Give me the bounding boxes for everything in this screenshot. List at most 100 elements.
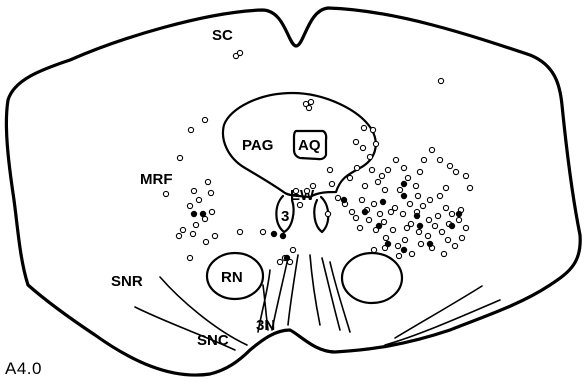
open-cell-marker	[432, 223, 437, 228]
open-cell-marker	[409, 251, 414, 256]
open-cell-marker	[371, 201, 376, 206]
plate-label: A4.0	[5, 359, 42, 378]
open-cell-marker	[429, 147, 434, 152]
open-cell-marker	[190, 231, 195, 236]
open-cell-marker	[415, 193, 420, 198]
open-cell-marker	[445, 237, 450, 242]
open-cell-marker	[357, 225, 362, 230]
filled-cell-marker	[191, 211, 196, 216]
open-cell-marker	[369, 167, 374, 172]
open-cell-marker	[425, 233, 430, 238]
open-cell-marker	[443, 205, 448, 210]
open-cell-marker	[382, 187, 387, 192]
open-cell-marker	[437, 193, 442, 198]
label-oculomotor-nucleus: 3	[281, 208, 289, 225]
filled-cell-marker	[280, 233, 285, 238]
open-cell-marker	[413, 183, 418, 188]
tract-line	[330, 262, 350, 332]
open-cell-marker	[397, 187, 402, 192]
open-cell-marker	[366, 217, 371, 222]
red-nucleus-right-outline	[342, 253, 402, 303]
open-cell-marker	[177, 155, 182, 160]
label-snc: SNC	[197, 332, 229, 349]
open-cell-marker	[373, 141, 378, 146]
label-pag: PAG	[242, 137, 273, 154]
open-cell-marker	[290, 247, 295, 252]
open-cell-marker	[377, 211, 382, 216]
open-cell-marker	[459, 235, 464, 240]
open-cell-marker	[383, 235, 388, 240]
open-cell-marker	[441, 251, 446, 256]
open-cell-marker	[208, 190, 213, 195]
filled-cell-marker	[341, 197, 346, 202]
open-cell-marker	[393, 157, 398, 162]
open-cell-marker	[443, 185, 448, 190]
open-cell-marker	[396, 253, 401, 258]
open-cell-marker	[205, 179, 210, 184]
open-cell-marker	[353, 139, 358, 144]
open-cell-marker	[327, 167, 332, 172]
open-cell-marker	[188, 127, 193, 132]
filled-cell-marker	[385, 241, 390, 246]
open-cell-marker	[193, 222, 198, 227]
open-cell-marker	[237, 50, 242, 55]
open-cell-marker	[293, 188, 298, 193]
label-rn: RN	[221, 269, 243, 286]
open-cell-marker	[370, 127, 375, 132]
open-cell-marker	[402, 237, 407, 242]
tract-line	[310, 255, 320, 325]
open-cell-marker	[191, 188, 196, 193]
open-cell-marker	[335, 195, 340, 200]
open-cell-marker	[310, 183, 315, 188]
open-cell-marker	[163, 191, 168, 196]
tract-line	[288, 255, 298, 325]
open-cell-marker	[203, 239, 208, 244]
filled-cell-marker	[284, 255, 289, 260]
label-snr: SNR	[111, 273, 143, 290]
open-cell-marker	[449, 211, 454, 216]
open-cell-marker	[349, 209, 354, 214]
tract-line	[385, 300, 500, 345]
open-cell-marker	[435, 213, 440, 218]
filled-cell-marker	[449, 223, 454, 228]
open-cell-marker	[452, 243, 457, 248]
open-cell-marker	[260, 229, 265, 234]
open-cell-marker	[176, 233, 181, 238]
open-cell-marker	[447, 163, 452, 168]
open-cell-marker	[381, 219, 386, 224]
cell-markers	[163, 50, 472, 264]
open-cell-marker	[416, 229, 421, 234]
open-cell-marker	[405, 175, 410, 180]
filled-cell-marker	[427, 241, 432, 246]
open-cell-marker	[400, 211, 405, 216]
open-cell-marker	[467, 185, 472, 190]
open-cell-marker	[187, 203, 192, 208]
open-cell-marker	[361, 125, 366, 130]
open-cell-marker	[407, 201, 412, 206]
open-cell-marker	[388, 209, 393, 214]
open-cell-marker	[354, 165, 359, 170]
open-cell-marker	[417, 169, 422, 174]
open-cell-marker	[367, 154, 372, 159]
label-sc: SC	[212, 27, 233, 44]
filled-cell-marker	[414, 213, 419, 218]
open-cell-marker	[180, 227, 185, 232]
open-cell-marker	[438, 78, 443, 83]
label-oculomotor-nerve: 3N	[256, 317, 275, 334]
open-cell-marker	[439, 229, 444, 234]
open-cell-marker	[420, 203, 425, 208]
open-cell-marker	[329, 181, 334, 186]
open-cell-marker	[456, 217, 461, 222]
open-cell-marker	[371, 247, 376, 252]
filled-cell-marker	[417, 223, 422, 228]
filled-cell-marker	[401, 181, 406, 186]
open-cell-marker	[375, 179, 380, 184]
open-cell-marker	[418, 241, 423, 246]
open-cell-marker	[237, 229, 242, 234]
tract-line	[395, 286, 482, 338]
open-cell-marker	[212, 233, 217, 238]
filled-cell-marker	[401, 193, 406, 198]
open-cell-marker	[353, 215, 358, 220]
open-cell-marker	[463, 173, 468, 178]
